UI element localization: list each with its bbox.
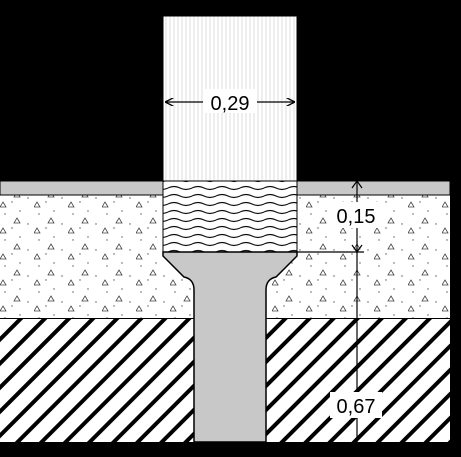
dim-arrow-top <box>351 179 363 189</box>
width-label-bg <box>203 89 257 113</box>
slab-block <box>162 180 298 253</box>
bottom-border <box>0 442 461 457</box>
right-border <box>450 181 461 457</box>
slab-thickness-label: 0,15 <box>337 206 376 228</box>
footing-depth-label: 0,67 <box>337 396 376 418</box>
slab-label-bg <box>330 202 382 228</box>
width-dimension-label: 0,29 <box>211 93 250 115</box>
depth-label-bg <box>330 392 382 418</box>
